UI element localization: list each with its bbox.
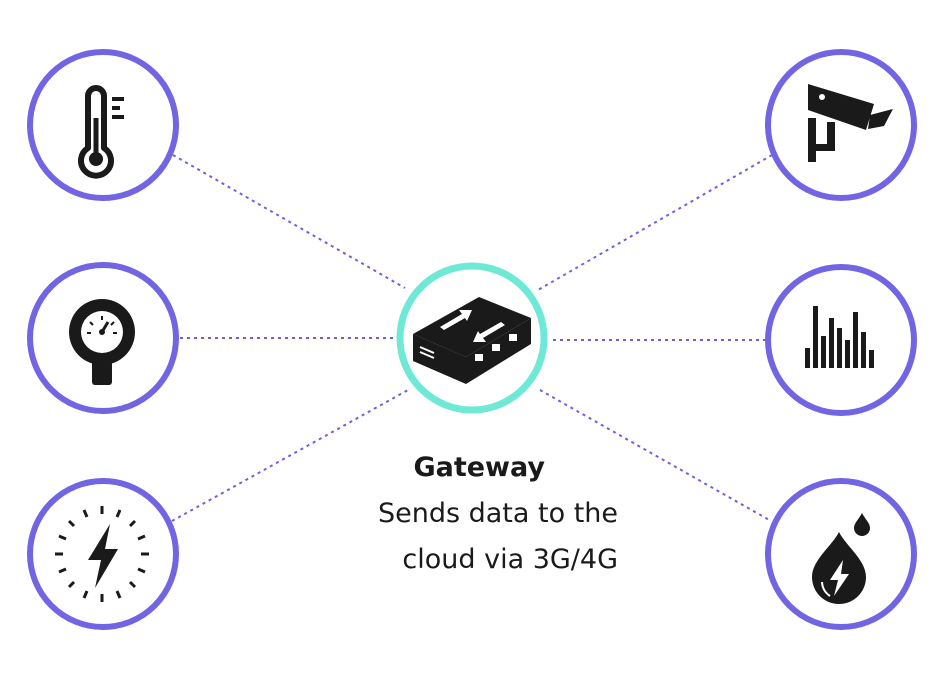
lightning-icon — [55, 506, 149, 602]
gateway-title: Gateway — [413, 452, 545, 483]
bar-levels-icon — [805, 306, 874, 368]
water-drop-icon — [812, 513, 870, 604]
connector-camera — [537, 154, 773, 291]
connector-thermometer — [172, 154, 406, 289]
pressure-gauge-icon — [69, 299, 135, 385]
security-camera-icon — [808, 84, 893, 162]
gateway-description-line2: cloud via 3G/4G — [402, 544, 618, 575]
gateway-description-line1: Sends data to the — [377, 498, 618, 529]
connector-water — [539, 389, 772, 522]
connector-electricity — [171, 389, 409, 522]
thermometer-icon — [78, 85, 124, 179]
router-icon — [413, 297, 531, 384]
camera-node — [765, 49, 917, 201]
connectors — [171, 154, 773, 522]
